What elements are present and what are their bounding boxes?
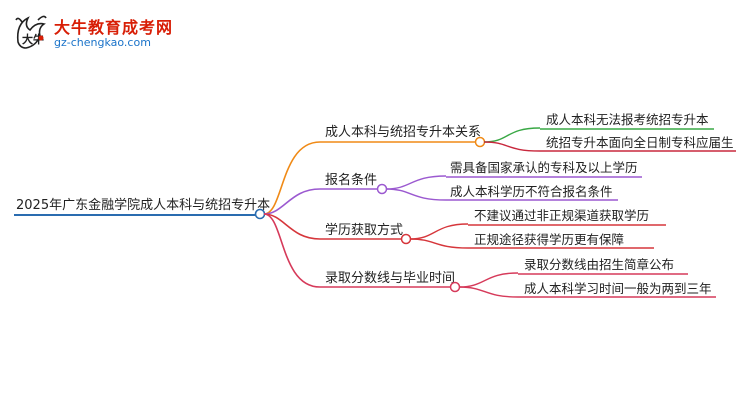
- site-logo[interactable]: 大牛 大牛教育成考网 gz-chengkao.com: [14, 12, 214, 58]
- leaf-connector: [385, 175, 447, 190]
- branch-connector: [263, 213, 321, 240]
- leaf-label: 正规途径获得学历更有保障: [474, 232, 624, 247]
- root-label: 2025年广东金融学院成人本科与统招专升本: [16, 197, 270, 213]
- leaf-label: 录取分数线由招生简章公布: [524, 257, 674, 272]
- logo-url: gz-chengkao.com: [54, 36, 151, 49]
- root-node[interactable]: [254, 208, 266, 220]
- leaf-label: 统招专升本面向全日制专科应届生: [546, 135, 734, 150]
- leaf-connector: [458, 272, 519, 288]
- leaf-connector: [458, 286, 519, 298]
- leaf-label: 成人本科学习时间一般为两到三年: [524, 281, 712, 296]
- branch-node[interactable]: [449, 281, 461, 293]
- leaf-connector: [483, 127, 541, 143]
- branch-connector: [263, 141, 321, 215]
- leaf-connector: [409, 223, 469, 240]
- leaf-label: 成人本科学历不符合报名条件: [450, 184, 613, 199]
- branch-connector: [263, 188, 321, 215]
- branch-node[interactable]: [376, 183, 388, 195]
- leaf-connector: [409, 238, 469, 249]
- leaf-connector: [483, 141, 541, 152]
- logo-mark-text: 大牛: [22, 32, 44, 46]
- leaf-connector: [385, 188, 447, 201]
- logo-title: 大牛教育成考网: [54, 18, 174, 37]
- branch-connector: [263, 213, 321, 288]
- branch-node[interactable]: [400, 233, 412, 245]
- leaf-label: 不建议通过非正规渠道获取学历: [474, 208, 649, 223]
- branch-node[interactable]: [474, 136, 486, 148]
- branch-label: 录取分数线与毕业时间: [325, 271, 455, 286]
- branch-label: 学历获取方式: [325, 222, 403, 238]
- leaf-label: 成人本科无法报考统招专升本: [546, 112, 709, 127]
- bull-logo-icon: 大牛: [15, 15, 47, 49]
- branch-label: 成人本科与统招专升本关系: [325, 125, 481, 140]
- leaf-label: 需具备国家承认的专科及以上学历: [450, 160, 638, 175]
- branch-label: 报名条件: [325, 172, 377, 188]
